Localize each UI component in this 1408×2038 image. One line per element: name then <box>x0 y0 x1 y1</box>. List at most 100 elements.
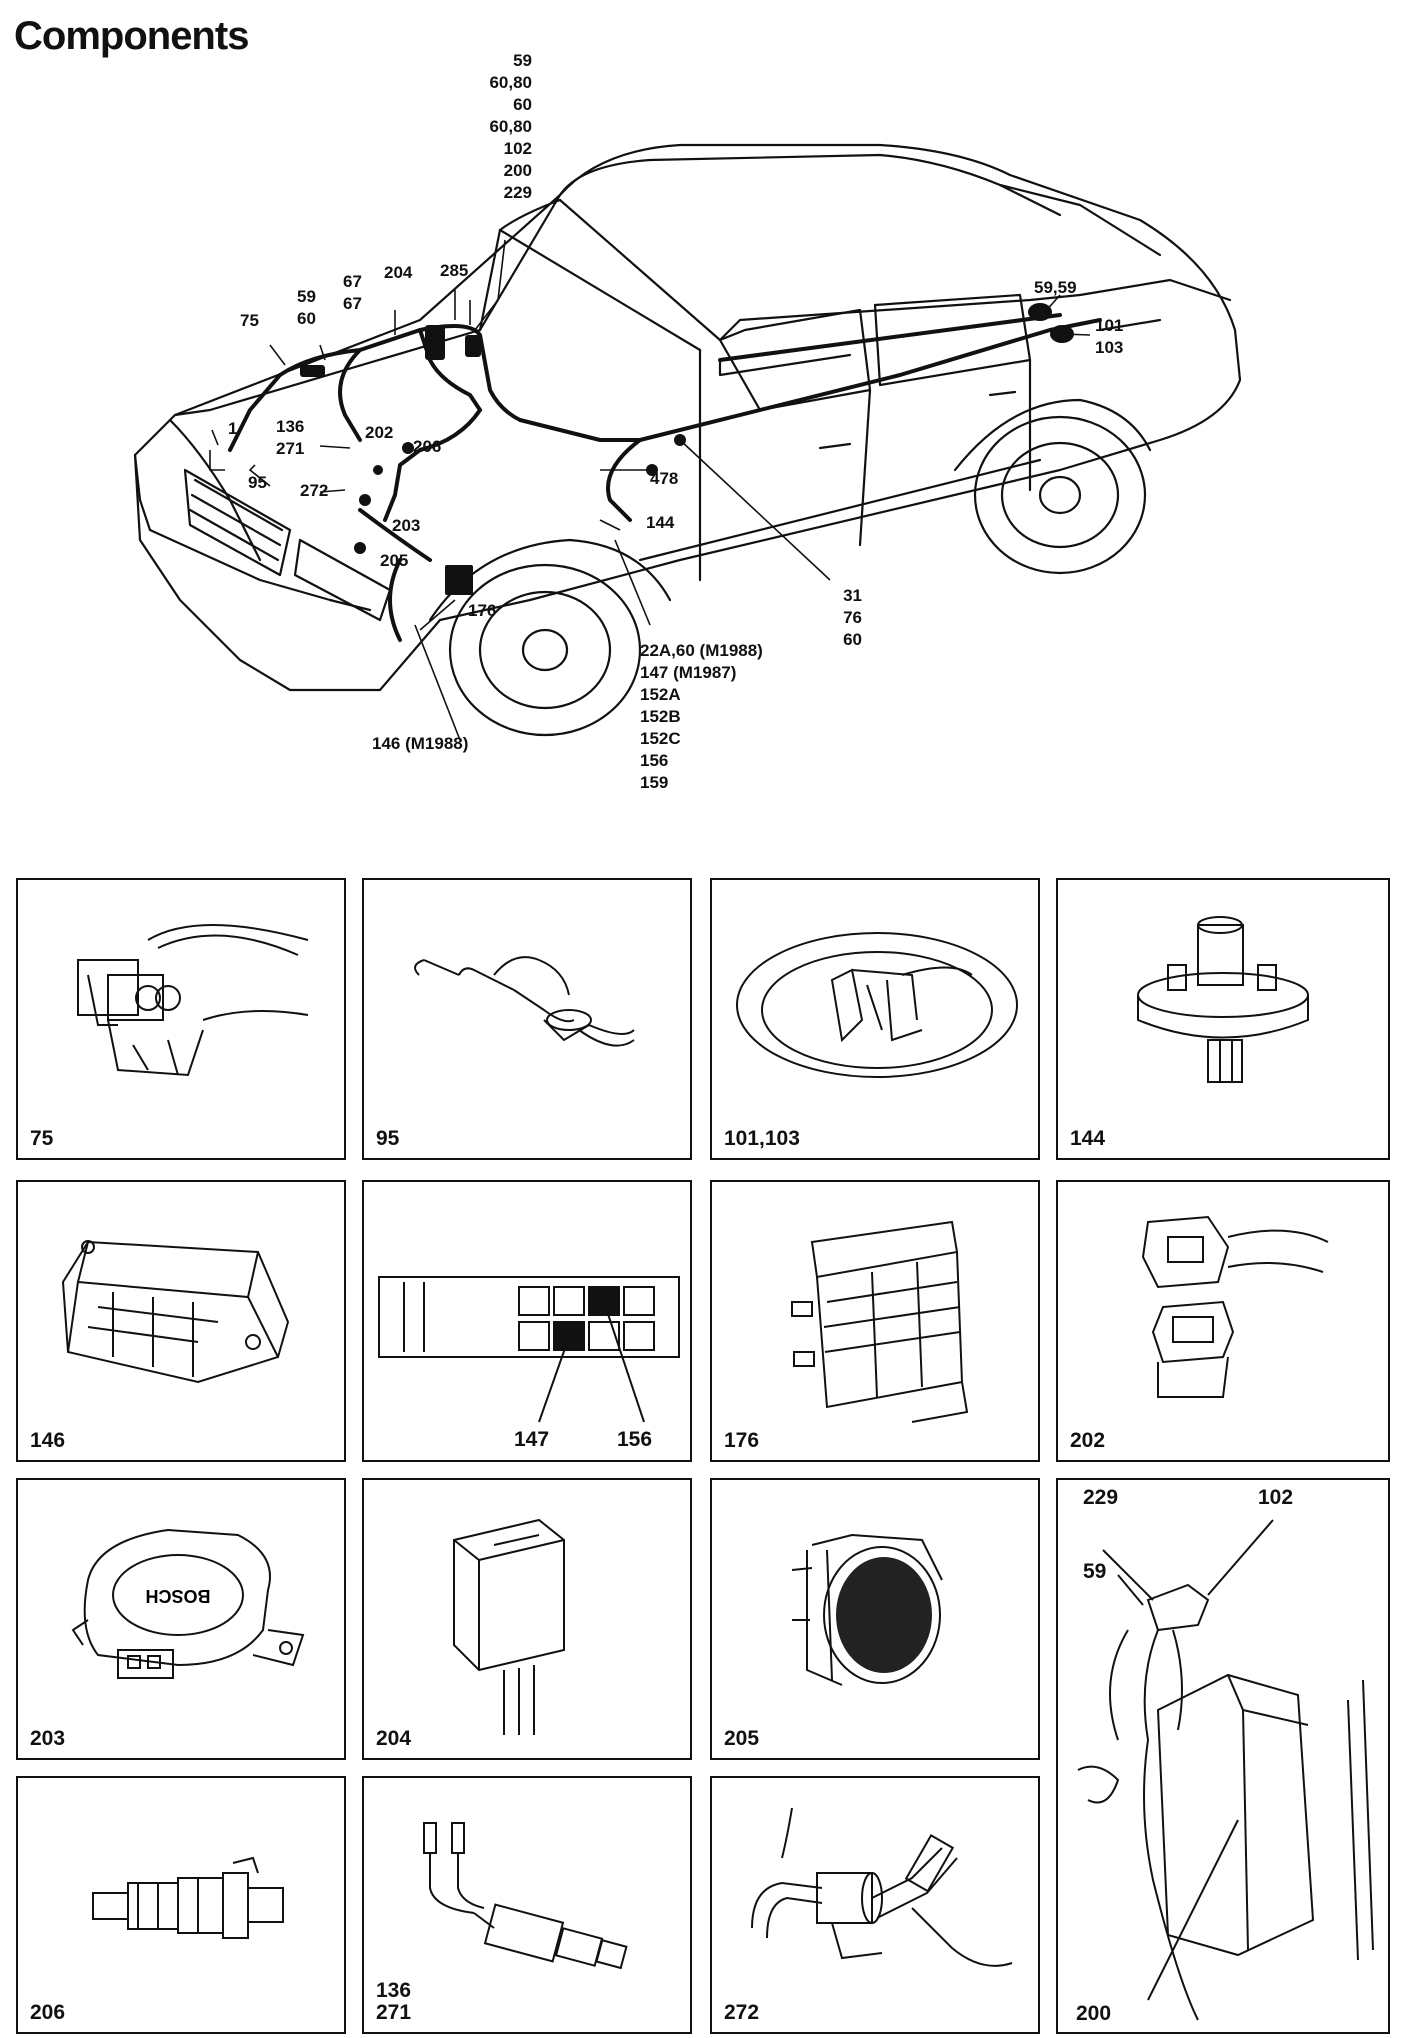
panel-label: 101,103 <box>724 1127 800 1150</box>
panel-203: BOSCH 203 <box>16 1478 346 1760</box>
panel-label: 202 <box>1070 1429 1106 1452</box>
callout-label: 152A <box>640 685 681 704</box>
callout-stack-bottom: 22A,60 (M1988) 147 (M1987) 152A 152B 152… <box>640 640 763 794</box>
panel-205: 205 <box>710 1478 1040 1760</box>
sub-label-102: 102 <box>1258 1486 1294 1509</box>
callout-272: 272 <box>300 481 329 500</box>
panel-95: 95 <box>362 878 692 1160</box>
panel-label-line: 136 <box>376 1979 412 2002</box>
callout-label: 60,80 <box>489 117 532 136</box>
callout-stack-top: 59 60,80 60 60,80 102 200 229 <box>440 50 532 204</box>
callout-label: 22A,60 (M1988) <box>640 641 763 660</box>
ignition-module-illustration <box>61 1240 290 1384</box>
callout-204: 204 <box>384 263 413 282</box>
callout-146: 146 (M1988) <box>372 734 469 753</box>
callout-206: 206 <box>413 437 442 456</box>
callout-label: 67 <box>343 272 362 291</box>
panel-label: 95 <box>376 1127 400 1150</box>
panel-146: 146 <box>16 1180 346 1462</box>
panel-relay-board: 147 156 <box>362 1180 692 1462</box>
pressure-switch-illustration <box>1137 916 1309 1083</box>
callout-label: 67 <box>343 294 362 313</box>
callout-59-59: 59,59 <box>1034 278 1077 297</box>
callout-label: 60 <box>297 309 316 328</box>
callout-1: 1 <box>228 419 238 438</box>
ecu-mounting-illustration <box>1077 1519 1374 2021</box>
panel-label: 272 <box>724 2001 760 2024</box>
callout-95: 95 <box>248 473 267 492</box>
panel-101-103: 101,103 <box>710 878 1040 1160</box>
panel-label: 136 271 <box>376 1980 411 2024</box>
callout-label: 31 <box>843 586 862 605</box>
throttle-position-sensor-illustration: BOSCH <box>71 1528 305 1679</box>
sub-label-59: 59 <box>1083 1560 1107 1583</box>
callout-202: 202 <box>365 423 394 442</box>
callout-144: 144 <box>646 513 675 532</box>
callout-75: 75 <box>240 311 259 330</box>
rear-sensor-illustration <box>736 932 1018 1078</box>
callout-label: 76 <box>843 608 862 627</box>
callout-67: 67 67 <box>343 271 362 315</box>
callout-176: 176 <box>468 601 497 620</box>
callout-label: 136 <box>276 417 305 436</box>
callout-285: 285 <box>440 261 469 280</box>
callout-label: 271 <box>276 439 305 458</box>
callout-101-103: 101 103 <box>1095 315 1123 359</box>
callout-label: 229 <box>503 183 532 202</box>
panel-label: 203 <box>30 1727 66 1750</box>
callout-31-76-60: 31 76 60 <box>790 585 862 651</box>
panel-136-271: 136 271 <box>362 1776 692 2034</box>
car-wiring-illustration <box>133 143 1242 741</box>
callout-label: 152C <box>640 729 681 748</box>
relay-board-illustration <box>378 1276 680 1423</box>
callout-label: 60,80 <box>489 73 532 92</box>
callout-label: 60 <box>513 95 532 114</box>
sub-label-156: 156 <box>617 1428 653 1451</box>
callout-478: 478 <box>650 469 679 488</box>
callout-label: 156 <box>640 751 669 770</box>
callout-203: 203 <box>392 516 421 535</box>
panel-label: 75 <box>30 1127 54 1150</box>
ignition-coil-connector-illustration <box>77 924 309 1077</box>
callout-label: 147 (M1987) <box>640 663 737 682</box>
page-title: Components <box>14 14 249 58</box>
callout-label: 59 <box>297 287 316 306</box>
panel-label: 206 <box>30 2001 66 2024</box>
panel-204: 204 <box>362 1478 692 1760</box>
oxygen-sensor-illustration <box>423 1822 628 1970</box>
air-mass-meter-illustration <box>791 1533 943 1686</box>
panel-75: 75 <box>16 878 346 1160</box>
callout-label: 101 <box>1095 316 1124 335</box>
panel-202: 202 <box>1056 1180 1390 1462</box>
callout-205: 205 <box>380 551 409 570</box>
panel-label: 146 <box>30 1429 66 1452</box>
callout-label: 103 <box>1095 338 1124 357</box>
panel-label: 205 <box>724 1727 760 1750</box>
panel-label: 176 <box>724 1429 760 1452</box>
callout-59-60: 59 60 <box>297 286 316 330</box>
sensor-probe-illustration <box>414 956 635 1047</box>
sub-label-229: 229 <box>1083 1486 1119 1509</box>
callout-label: 200 <box>503 161 532 180</box>
relay-illustration <box>453 1518 565 1735</box>
callout-label: 152B <box>640 707 681 726</box>
panel-200-ecu: 229 102 59 200 <box>1056 1478 1390 2034</box>
callout-label: 60 <box>843 630 862 649</box>
callout-label: 159 <box>640 773 669 792</box>
callout-136-271: 136 271 <box>276 416 304 460</box>
panel-272: 272 <box>710 1776 1040 2034</box>
sub-label-147: 147 <box>514 1428 550 1451</box>
panel-176: 176 <box>710 1180 1040 1462</box>
callout-label: 59 <box>513 51 532 70</box>
idle-valve-illustration <box>751 1807 1013 1967</box>
panel-label: 144 <box>1070 1127 1106 1150</box>
callout-label: 102 <box>503 139 532 158</box>
panel-label: 204 <box>376 1727 412 1750</box>
sensor-connector-illustration <box>1141 1215 1329 1398</box>
panel-206: 206 <box>16 1776 346 2034</box>
panel-label-line: 271 <box>376 2001 412 2024</box>
control-unit-illustration <box>791 1220 969 1423</box>
panel-144: 144 <box>1056 878 1390 1160</box>
bosch-stamp: BOSCH <box>145 1586 210 1606</box>
fuel-injector-illustration <box>92 1856 284 1939</box>
